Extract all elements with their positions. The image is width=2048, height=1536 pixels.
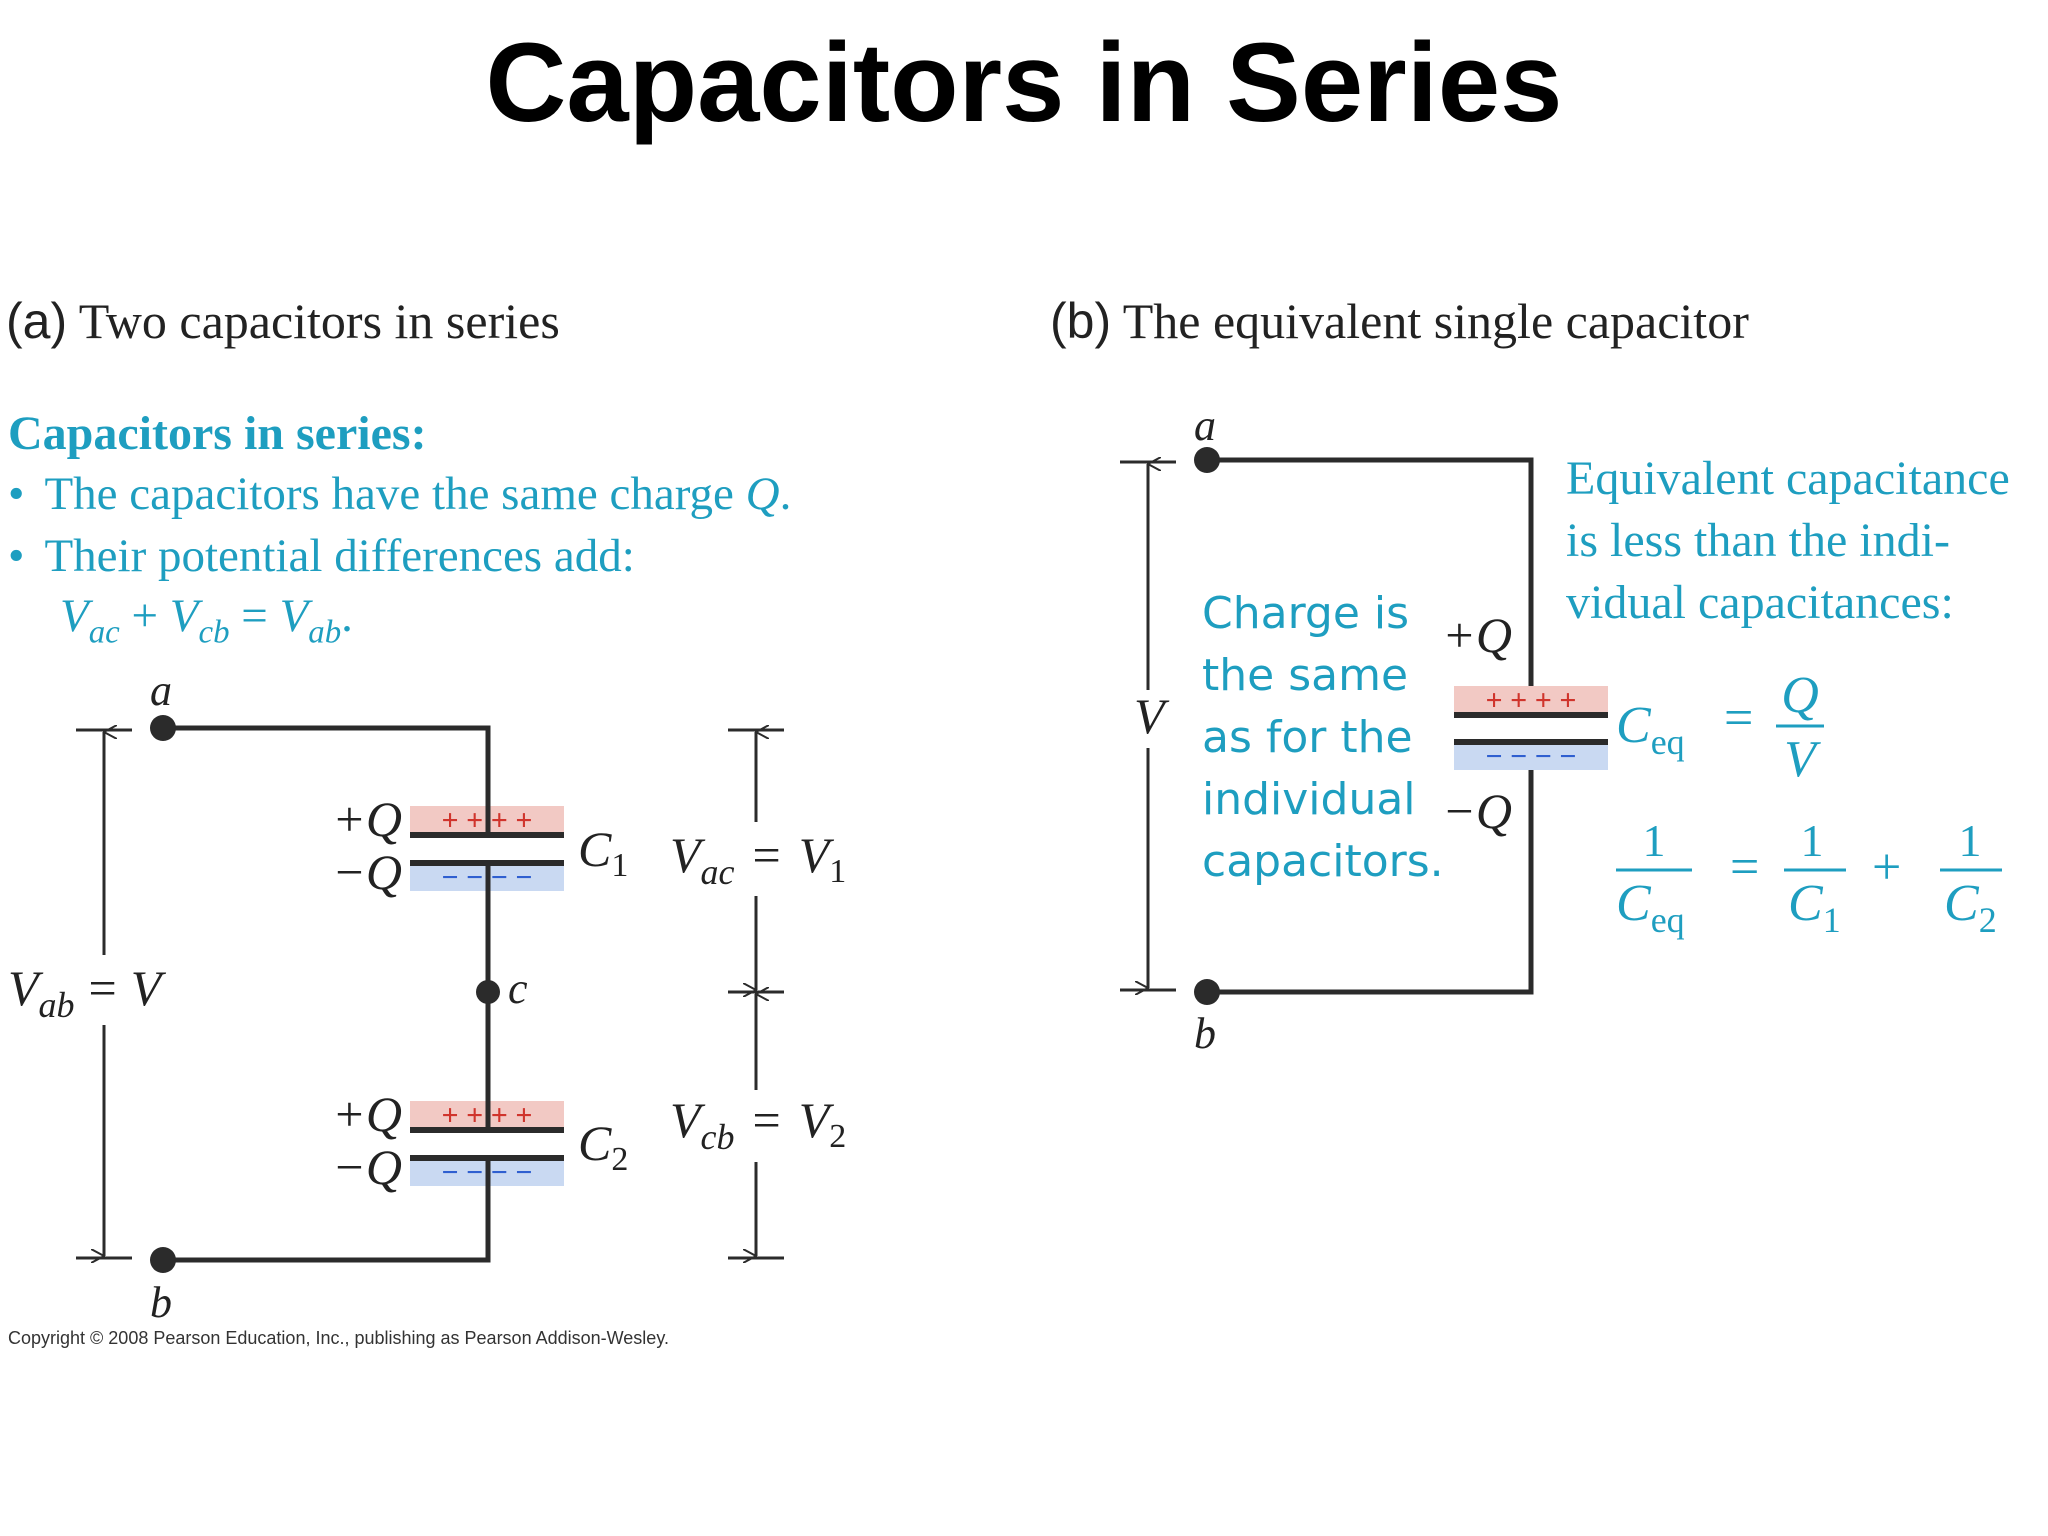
c1-plus-signs: + + + + [442, 804, 533, 837]
copyright-notice: Copyright © 2008 Pearson Education, Inc.… [8, 1328, 669, 1348]
wire-bottom [163, 1157, 491, 1263]
ceq-denominator: V [1784, 731, 1821, 788]
v-label: V [1134, 688, 1170, 744]
ceq-plus-q: +Q [1442, 607, 1512, 663]
ceq-top-plate [1454, 712, 1608, 718]
ceq-bottom-plate [1454, 739, 1608, 745]
ceq-numerator: Q [1781, 667, 1819, 724]
bullet-1-end: . [779, 468, 792, 520]
c2-plus-q: +Q [332, 1086, 402, 1142]
panel-b-caption-text: The equivalent single capacitor [1122, 293, 1749, 349]
recip-equals: = [1730, 839, 1759, 896]
recip-one-c2: 1 [1959, 815, 1982, 866]
charge-note-line: Charge is [1202, 588, 1410, 639]
panel-a-caption: (a) Two capacitors in series [6, 292, 560, 350]
charge-note: Charge is the same as for the individual… [1202, 583, 1444, 893]
series-bullet-1: • The capacitors have the same charge Q. [8, 467, 791, 521]
vcb-label: Vcb=V2 [670, 1092, 846, 1157]
node-a-label: a [150, 666, 172, 715]
series-bullet-2: • Their potential differences add: [8, 529, 635, 583]
recip-plus: + [1872, 839, 1901, 896]
equivalent-note: Equivalent capacitance is less than the … [1566, 448, 2010, 634]
node-c-label: c [508, 964, 528, 1013]
ceq-plus-band [1454, 686, 1608, 716]
equivalent-note-line: vidual capacitances: [1566, 576, 1954, 629]
ceq-formula: Ceq = Q V [1616, 667, 1824, 788]
recip-one-c1: 1 [1801, 815, 1824, 866]
recip-c1: C1 [1788, 875, 1841, 940]
ceq-lhs: Ceq [1616, 697, 1685, 762]
eq-wire-bottom [1207, 744, 1534, 995]
charge-note-line: individual [1202, 774, 1416, 825]
equivalent-circuit: + + + + − − − − +Q −Q a b V [1120, 401, 1608, 1058]
bullet-icon: • [8, 468, 25, 520]
eq-plus: + [131, 590, 159, 642]
eq-sub-ab: ab [308, 614, 342, 651]
equivalent-note-line: is less than the indi- [1566, 514, 1950, 567]
c1-bottom-plate [410, 860, 564, 866]
c2-label: C2 [578, 1115, 628, 1178]
panel-b-tag: (b) [1050, 293, 1112, 349]
eq-equals: = [241, 590, 268, 642]
c2-minus-signs: − − − − [442, 1156, 533, 1189]
eq-v-cb: V [169, 590, 199, 642]
ceq-minus-signs: − − − − [1486, 740, 1577, 773]
c2-bottom-plate [410, 1155, 564, 1161]
series-circuit: + + + + − − − − +Q −Q C1 c + + + + − − −… [8, 666, 846, 1327]
panel-a-caption-text: Two capacitors in series [78, 293, 560, 349]
bullet-1-text: The capacitors have the same charge [44, 468, 746, 520]
node-a-dot [150, 715, 176, 741]
bullet-icon: • [8, 530, 25, 582]
charge-note-line: capacitors. [1202, 836, 1444, 887]
c1-minus-q: −Q [332, 844, 402, 900]
c1-top-plate [410, 832, 564, 838]
eq-node-b-dot [1194, 979, 1220, 1005]
node-b-dot [150, 1247, 176, 1273]
reciprocal-formula: 1 Ceq = 1 C1 + 1 C2 [1616, 815, 2002, 940]
bullet-1-var: Q [745, 468, 780, 520]
panel-b-caption: (b) The equivalent single capacitor [1050, 292, 1749, 350]
voltage-sum-equation: Vac + Vcb = Vab. [60, 589, 353, 652]
c1-minus-signs: − − − − [442, 861, 533, 894]
equivalent-note-line: Equivalent capacitance [1566, 452, 2010, 505]
ceq-plus-signs: + + + + [1486, 684, 1577, 717]
c1-label: C1 [578, 821, 628, 884]
series-heading: Capacitors in series: [8, 407, 427, 460]
c1-plus-q: +Q [332, 791, 402, 847]
panel-a-tag: (a) [6, 293, 68, 349]
wire-top [163, 725, 491, 817]
eq-v-ab: V [279, 590, 309, 642]
eq-wire-top [1207, 457, 1534, 688]
eq-sub-ac: ac [88, 614, 120, 651]
ceq-equals: = [1724, 690, 1753, 747]
bullet-2-text: Their potential differences add: [44, 530, 635, 582]
recip-ceq: Ceq [1616, 875, 1685, 940]
eq-node-a-label: a [1194, 401, 1216, 450]
eq-v-ac: V [60, 590, 89, 642]
c2-minus-q: −Q [332, 1139, 402, 1195]
eq-end: . [341, 590, 353, 642]
eq-sub-cb: cb [198, 614, 230, 651]
charge-note-line: as for the [1202, 712, 1413, 763]
charge-note-line: the same [1202, 650, 1409, 701]
recip-c2: C2 [1944, 875, 1997, 940]
c2-top-plate [410, 1127, 564, 1133]
node-c-dot [476, 980, 500, 1004]
eq-node-b-label: b [1194, 1009, 1216, 1058]
c2-plus-signs: + + + + [442, 1099, 533, 1132]
vac-label: Vac=V1 [670, 827, 846, 892]
recip-one-ceq: 1 [1643, 815, 1666, 866]
vab-label: Vab=V [8, 960, 167, 1025]
slide-title: Capacitors in Series [485, 20, 1563, 145]
ceq-minus-q: −Q [1442, 783, 1512, 839]
node-b-label: b [150, 1278, 172, 1327]
eq-node-a-dot [1194, 447, 1220, 473]
